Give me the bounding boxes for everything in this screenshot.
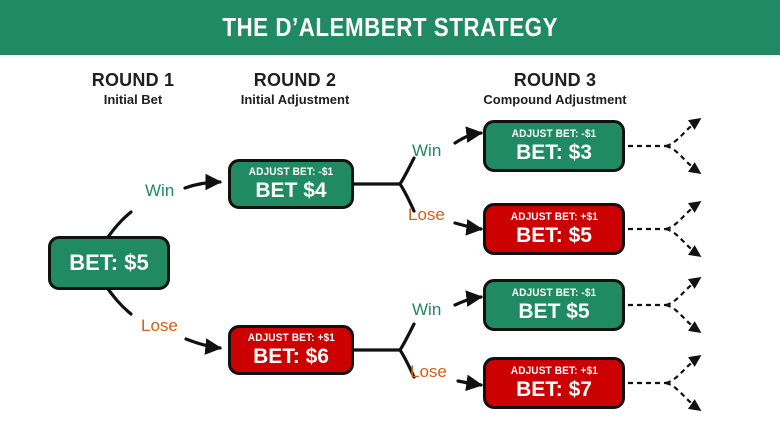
round-subtitle: Compound Adjustment [483, 92, 627, 107]
node-adjust-text: ADJUST BET: -$1 [511, 286, 597, 299]
node-bet-amount: BET: $5 [516, 223, 592, 247]
node-adjust-text: ADJUST BET: +$1 [247, 331, 335, 344]
node-adjust-text: ADJUST BET: +$1 [510, 210, 598, 223]
node-bet-amount: BET: $3 [516, 140, 592, 164]
branch-label-round1-lose: Lose [141, 316, 178, 335]
node-bet-amount: BET $4 [255, 178, 327, 202]
branch-label-round2-bottom-lose: Lose [410, 362, 447, 381]
branch-label-round2-top-lose: Lose [408, 205, 445, 224]
node-adjust-text: ADJUST BET: -$1 [248, 165, 334, 178]
round-header-2: ROUND 2 Initial Adjustment [205, 70, 385, 108]
round-header-1: ROUND 1 Initial Bet [48, 70, 218, 108]
branch-label-round2-bottom-win: Win [412, 300, 442, 319]
round-header-3: ROUND 3 Compound Adjustment [455, 70, 655, 108]
node-round2-lose[interactable]: ADJUST BET: +$1 BET: $6 [228, 325, 354, 375]
node-round3-win-win[interactable]: ADJUST BET: -$1 BET: $3 [483, 120, 625, 172]
round-subtitle: Initial Bet [103, 92, 163, 107]
round-subtitle: Initial Adjustment [240, 92, 350, 107]
branch-label-round2-top-win: Win [412, 141, 442, 160]
node-round3-lose-win[interactable]: ADJUST BET: -$1 BET $5 [483, 279, 625, 331]
node-bet-amount: BET $5 [518, 299, 590, 323]
node-adjust-text: ADJUST BET: +$1 [510, 364, 598, 377]
node-round3-win-lose[interactable]: ADJUST BET: +$1 BET: $5 [483, 203, 625, 255]
round-title: ROUND 2 [253, 70, 337, 90]
node-adjust-text: ADJUST BET: -$1 [511, 127, 597, 140]
title-banner: THE D’ALEMBERT STRATEGY [0, 0, 780, 55]
node-round1-root[interactable]: BET: $5 [48, 236, 170, 290]
node-bet-amount: BET: $6 [253, 344, 329, 368]
page-title: THE D’ALEMBERT STRATEGY [222, 12, 558, 42]
branch-label-round1-win: Win [145, 181, 175, 200]
node-round3-lose-lose[interactable]: ADJUST BET: +$1 BET: $7 [483, 357, 625, 409]
round-title: ROUND 3 [513, 70, 597, 90]
node-round2-win[interactable]: ADJUST BET: -$1 BET $4 [228, 159, 354, 209]
round-title: ROUND 1 [91, 70, 175, 90]
node-bet-amount: BET: $5 [69, 250, 149, 275]
node-bet-amount: BET: $7 [516, 377, 592, 401]
